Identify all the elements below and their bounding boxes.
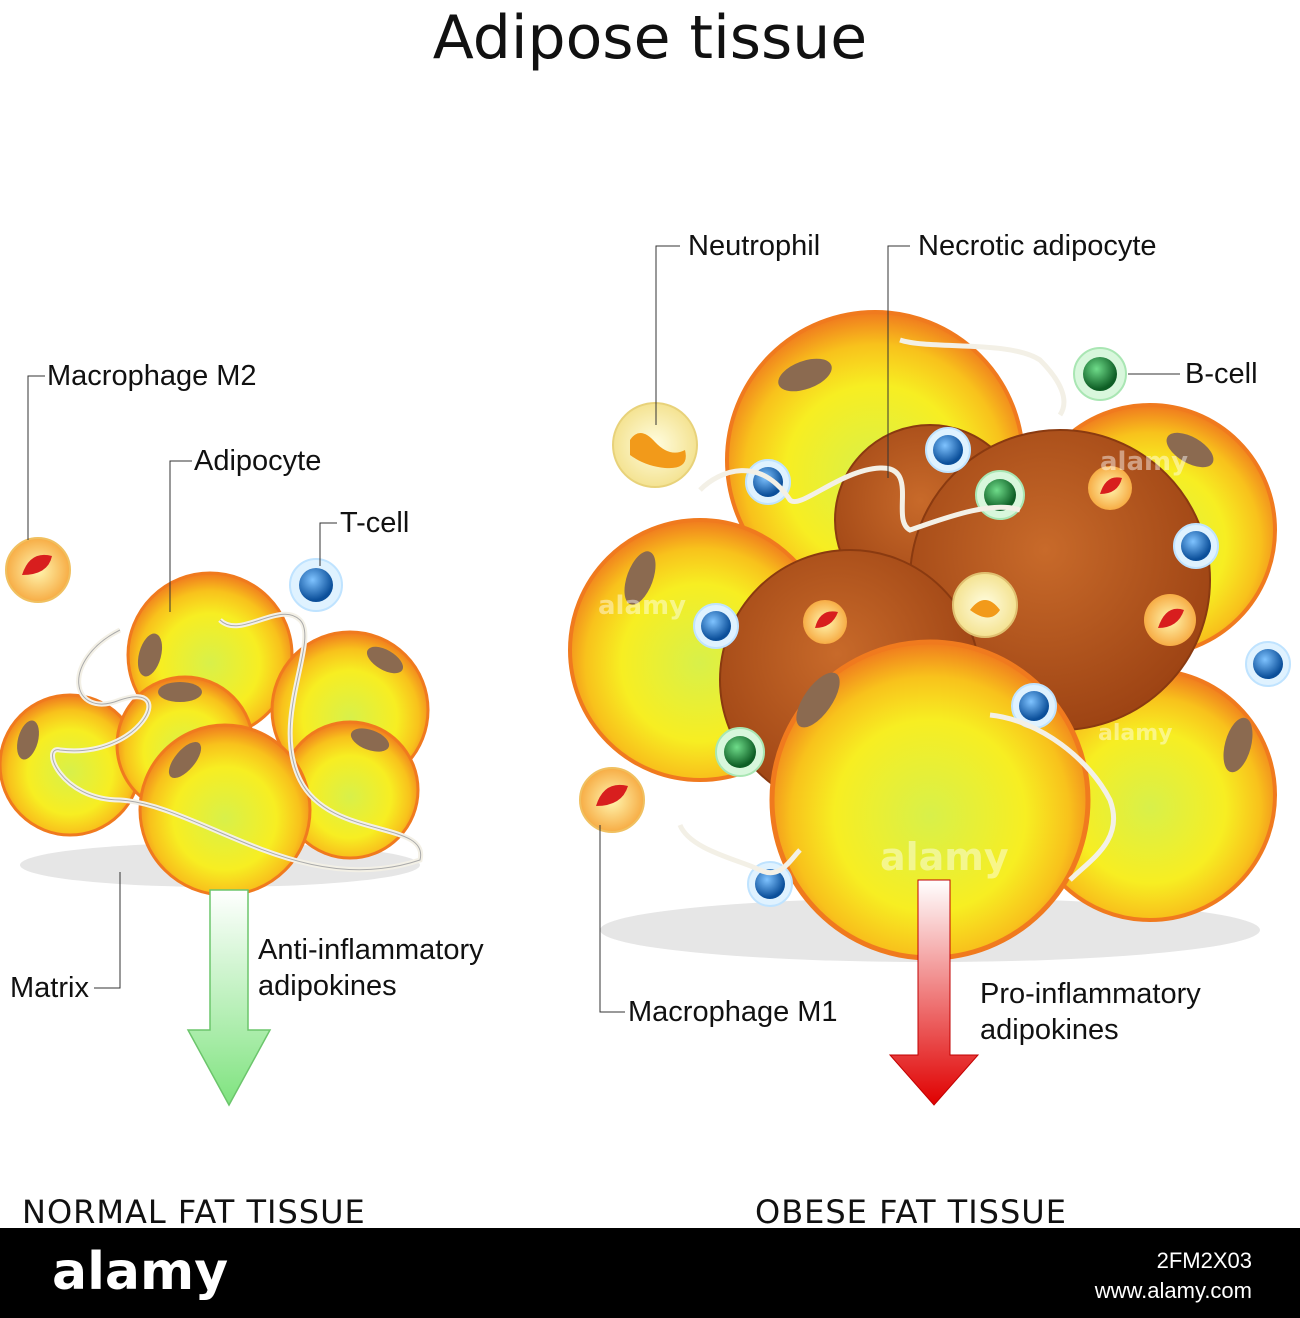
label-matrix: Matrix — [10, 972, 89, 1004]
obese-leader-lines — [599, 245, 1180, 1013]
label-adipocyte: Adipocyte — [194, 445, 322, 477]
watermark-group: alamy alamy alamy alamy — [598, 447, 1188, 879]
macrophage-m1-cell — [579, 767, 645, 833]
label-t-cell: T-cell — [340, 507, 410, 539]
adipocyte-cell — [280, 720, 420, 860]
watermark: alamy — [1100, 447, 1188, 477]
macrophage-m2-cell — [5, 537, 71, 603]
t-cell — [693, 603, 739, 649]
watermark: alamy — [1098, 721, 1173, 746]
obese-tissue-group — [568, 310, 1291, 1106]
normal-leader-lines — [27, 375, 337, 989]
section-title-normal: NORMAL FAT TISSUE — [22, 1193, 366, 1231]
watermark: alamy — [598, 591, 686, 621]
t-cell — [1173, 523, 1219, 569]
label-macrophage-m2: Macrophage M2 — [47, 360, 257, 392]
label-pro-inflammatory-line1: Pro-inflammatory — [980, 978, 1201, 1010]
diagram-illustration: alamy alamy alamy alamy — [0, 245, 1291, 1107]
macrophage-m1-cell — [1144, 594, 1196, 646]
footer-logo: alamy — [52, 1242, 229, 1302]
macrophage-m1-cell — [1088, 466, 1132, 510]
t-cell — [1245, 641, 1291, 687]
matrix-fiber — [677, 337, 1117, 882]
footer-image-id: 2FM2X03 — [1156, 1248, 1252, 1273]
t-cell — [747, 861, 793, 907]
b-cell — [1073, 347, 1127, 401]
anti-inflammatory-arrow — [186, 889, 272, 1107]
t-cell — [289, 558, 343, 612]
matrix-fiber-outline — [52, 613, 422, 871]
label-neutrophil: Neutrophil — [688, 230, 821, 262]
label-pro-inflammatory-line2: adipokines — [980, 1014, 1119, 1046]
footer-site: www.alamy.com — [1094, 1278, 1252, 1303]
neutrophil-cell — [612, 402, 698, 488]
normal-tissue-group — [0, 537, 430, 1107]
t-cell — [925, 427, 971, 473]
label-macrophage-m1: Macrophage M1 — [628, 996, 838, 1028]
neutrophil-cell — [952, 572, 1018, 638]
page-title: Adipose tissue — [432, 3, 868, 73]
label-anti-inflammatory-line1: Anti-inflammatory — [258, 934, 484, 966]
pro-inflammatory-arrow — [888, 879, 980, 1106]
t-cell — [1011, 683, 1057, 729]
macrophage-m1-cell — [803, 600, 847, 644]
label-b-cell: B-cell — [1185, 358, 1258, 390]
watermark: alamy — [880, 835, 1009, 879]
b-cell — [975, 470, 1025, 520]
label-necrotic-adipocyte: Necrotic adipocyte — [918, 230, 1157, 262]
b-cell — [715, 727, 765, 777]
adipocyte-cell — [1023, 668, 1277, 922]
section-title-obese: OBESE FAT TISSUE — [755, 1193, 1067, 1231]
t-cell — [745, 459, 791, 505]
footer-bar: alamy 2FM2X03 www.alamy.com — [0, 1228, 1300, 1318]
label-anti-inflammatory-line2: adipokines — [258, 970, 397, 1002]
